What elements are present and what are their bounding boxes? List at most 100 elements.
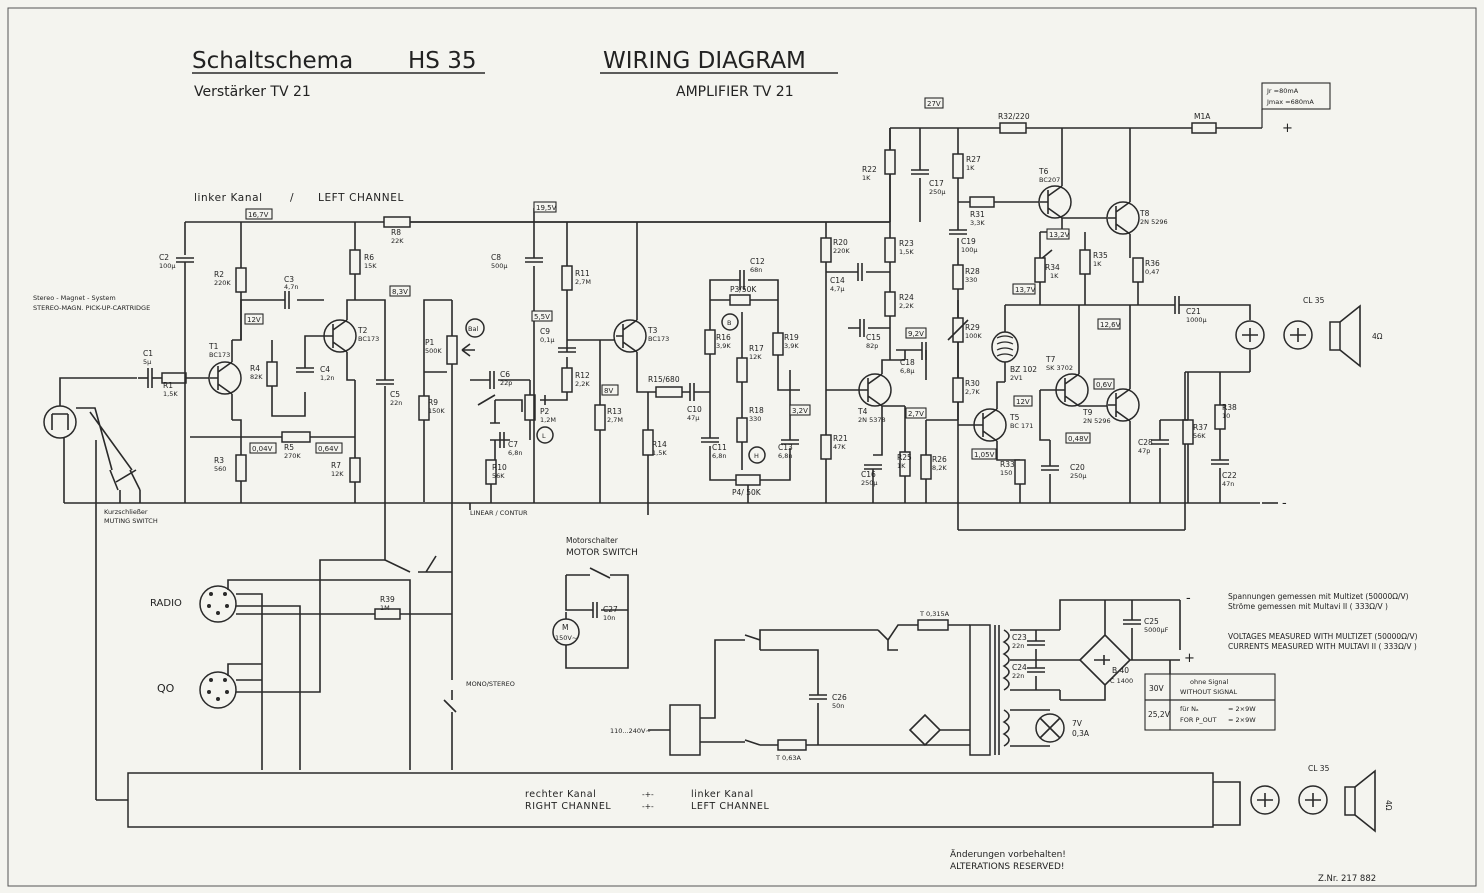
tape-label: QO xyxy=(157,682,175,695)
motor-symbol xyxy=(552,618,580,646)
linear-contur-label: LINEAR / CONTUR xyxy=(470,509,528,517)
bottom-left-en: LEFT CHANNEL xyxy=(691,801,770,812)
t6-value: BC207 xyxy=(1039,176,1060,184)
r9-value: 150K xyxy=(428,407,445,415)
c10-label: C10 xyxy=(687,405,702,414)
c24-value: 22n xyxy=(1012,672,1024,680)
bridge-label: B 40 xyxy=(1112,666,1129,675)
r34-label: R34 xyxy=(1045,263,1060,272)
note-en2: CURRENTS MEASURED WITH MULTAVI II ( 333Ω… xyxy=(1228,642,1417,651)
channel-sep: / xyxy=(290,192,294,204)
fuse-m1a-label: M1A xyxy=(1194,112,1211,121)
v-12: 12V xyxy=(247,316,261,324)
c21-value: 1000µ xyxy=(1186,316,1207,324)
r11-label: R11 xyxy=(575,269,590,278)
loudness-circle xyxy=(536,426,554,444)
supply-minus: - xyxy=(1186,591,1191,606)
r26-label: R26 xyxy=(932,455,947,464)
current-line1: Jr =80mA xyxy=(1266,87,1299,95)
subtitle-en: AMPLIFIER TV 21 xyxy=(676,84,794,100)
r22-label: R22 xyxy=(862,165,877,174)
r12-resistor xyxy=(561,367,573,393)
t5-label: T5 xyxy=(1009,413,1020,422)
r2-resistor xyxy=(235,267,247,293)
bass-circle xyxy=(721,313,739,331)
r12-label: R12 xyxy=(575,371,590,380)
t7-value: SK 3702 xyxy=(1046,364,1073,372)
c9-label: C9 xyxy=(540,327,550,336)
c1-value: 5µ xyxy=(143,358,151,366)
t1-transistor xyxy=(208,361,242,395)
r11-value: 2,7M xyxy=(575,278,591,286)
motor-label: M xyxy=(562,623,568,632)
fuse-t0315a-label: T 0,315A xyxy=(919,610,950,618)
r28-value: 330 xyxy=(965,276,977,284)
title-en: WIRING DIAGRAM xyxy=(603,48,806,74)
speaker-bottom xyxy=(1298,769,1376,833)
t3-label: T3 xyxy=(647,326,658,335)
c7-value: 6,8n xyxy=(508,449,522,457)
radio-din-socket xyxy=(199,585,237,623)
mains-label: 110...240V~ xyxy=(610,727,651,735)
c3-label: C3 xyxy=(284,275,294,284)
r37-pot xyxy=(1182,419,1194,445)
v-16-7: 16,7V xyxy=(248,211,269,219)
r27-label: R27 xyxy=(966,155,981,164)
r28-resistor xyxy=(952,264,964,290)
r14-resistor xyxy=(642,429,654,456)
t8-value: 2N 5296 xyxy=(1140,218,1168,226)
r13-resistor xyxy=(594,404,606,431)
p2-pot xyxy=(524,394,536,421)
r11-resistor xyxy=(561,265,573,291)
c23-value: 22n xyxy=(1012,642,1024,650)
r8-value: 22K xyxy=(391,237,404,245)
c13-label: C13 xyxy=(778,443,793,452)
t3-value: BC173 xyxy=(648,335,669,343)
c12-label: C12 xyxy=(750,257,765,266)
r29-value: 100K xyxy=(965,332,982,340)
r39-value: 1M xyxy=(380,604,390,612)
r39-label: R39 xyxy=(380,595,395,604)
rail-minus: - xyxy=(1282,496,1287,511)
c11-value: 6,8n xyxy=(712,452,726,460)
r23-resistor xyxy=(884,237,896,263)
c25-value: 5000µF xyxy=(1144,626,1169,634)
current-line2: Jmax =680mA xyxy=(1266,98,1314,106)
supply-plus: + xyxy=(1184,651,1195,666)
r3-label: R3 xyxy=(214,456,224,465)
r29-label: R29 xyxy=(965,323,980,332)
p4-label: P4/ 50K xyxy=(732,488,762,497)
r30-resistor xyxy=(952,377,964,403)
r20-resistor xyxy=(820,237,832,263)
mains-transformer xyxy=(969,624,1010,756)
r24-label: R24 xyxy=(899,293,914,302)
p1-value: 500K xyxy=(425,347,442,355)
r5-value: 270K xyxy=(284,452,301,460)
current-box xyxy=(1261,82,1331,110)
t9-transistor xyxy=(1106,388,1140,422)
r16-resistor xyxy=(704,329,716,355)
r24-resistor xyxy=(884,291,896,317)
p3-label: P3/50K xyxy=(730,285,757,294)
c8-value: 500µ xyxy=(491,262,508,270)
table-v1: 30V xyxy=(1149,684,1165,693)
note-en1: VOLTAGES MEASURED WITH MULTIZET (50000Ω/… xyxy=(1228,632,1418,641)
r21-label: R21 xyxy=(833,434,848,443)
r4-resistor xyxy=(266,361,278,387)
radio-label: RADIO xyxy=(150,598,182,609)
r21-value: 47K xyxy=(833,443,846,451)
r26-resistor xyxy=(920,454,932,480)
c8-label: C8 xyxy=(491,253,501,262)
c22-label: C22 xyxy=(1222,471,1237,480)
r22-value: 1K xyxy=(862,174,871,182)
c19-value: 100µ xyxy=(961,246,978,254)
v-8-3: 8,3V xyxy=(392,288,408,296)
r27-resistor xyxy=(952,153,964,179)
lamp-value: 7V xyxy=(1072,719,1083,728)
c19-label: C19 xyxy=(961,237,976,246)
r9-label: R9 xyxy=(428,398,438,407)
r27-value: 1K xyxy=(966,164,975,172)
c15-label: C15 xyxy=(866,333,881,342)
r17-label: R17 xyxy=(749,344,764,353)
t2-value: BC173 xyxy=(358,335,379,343)
